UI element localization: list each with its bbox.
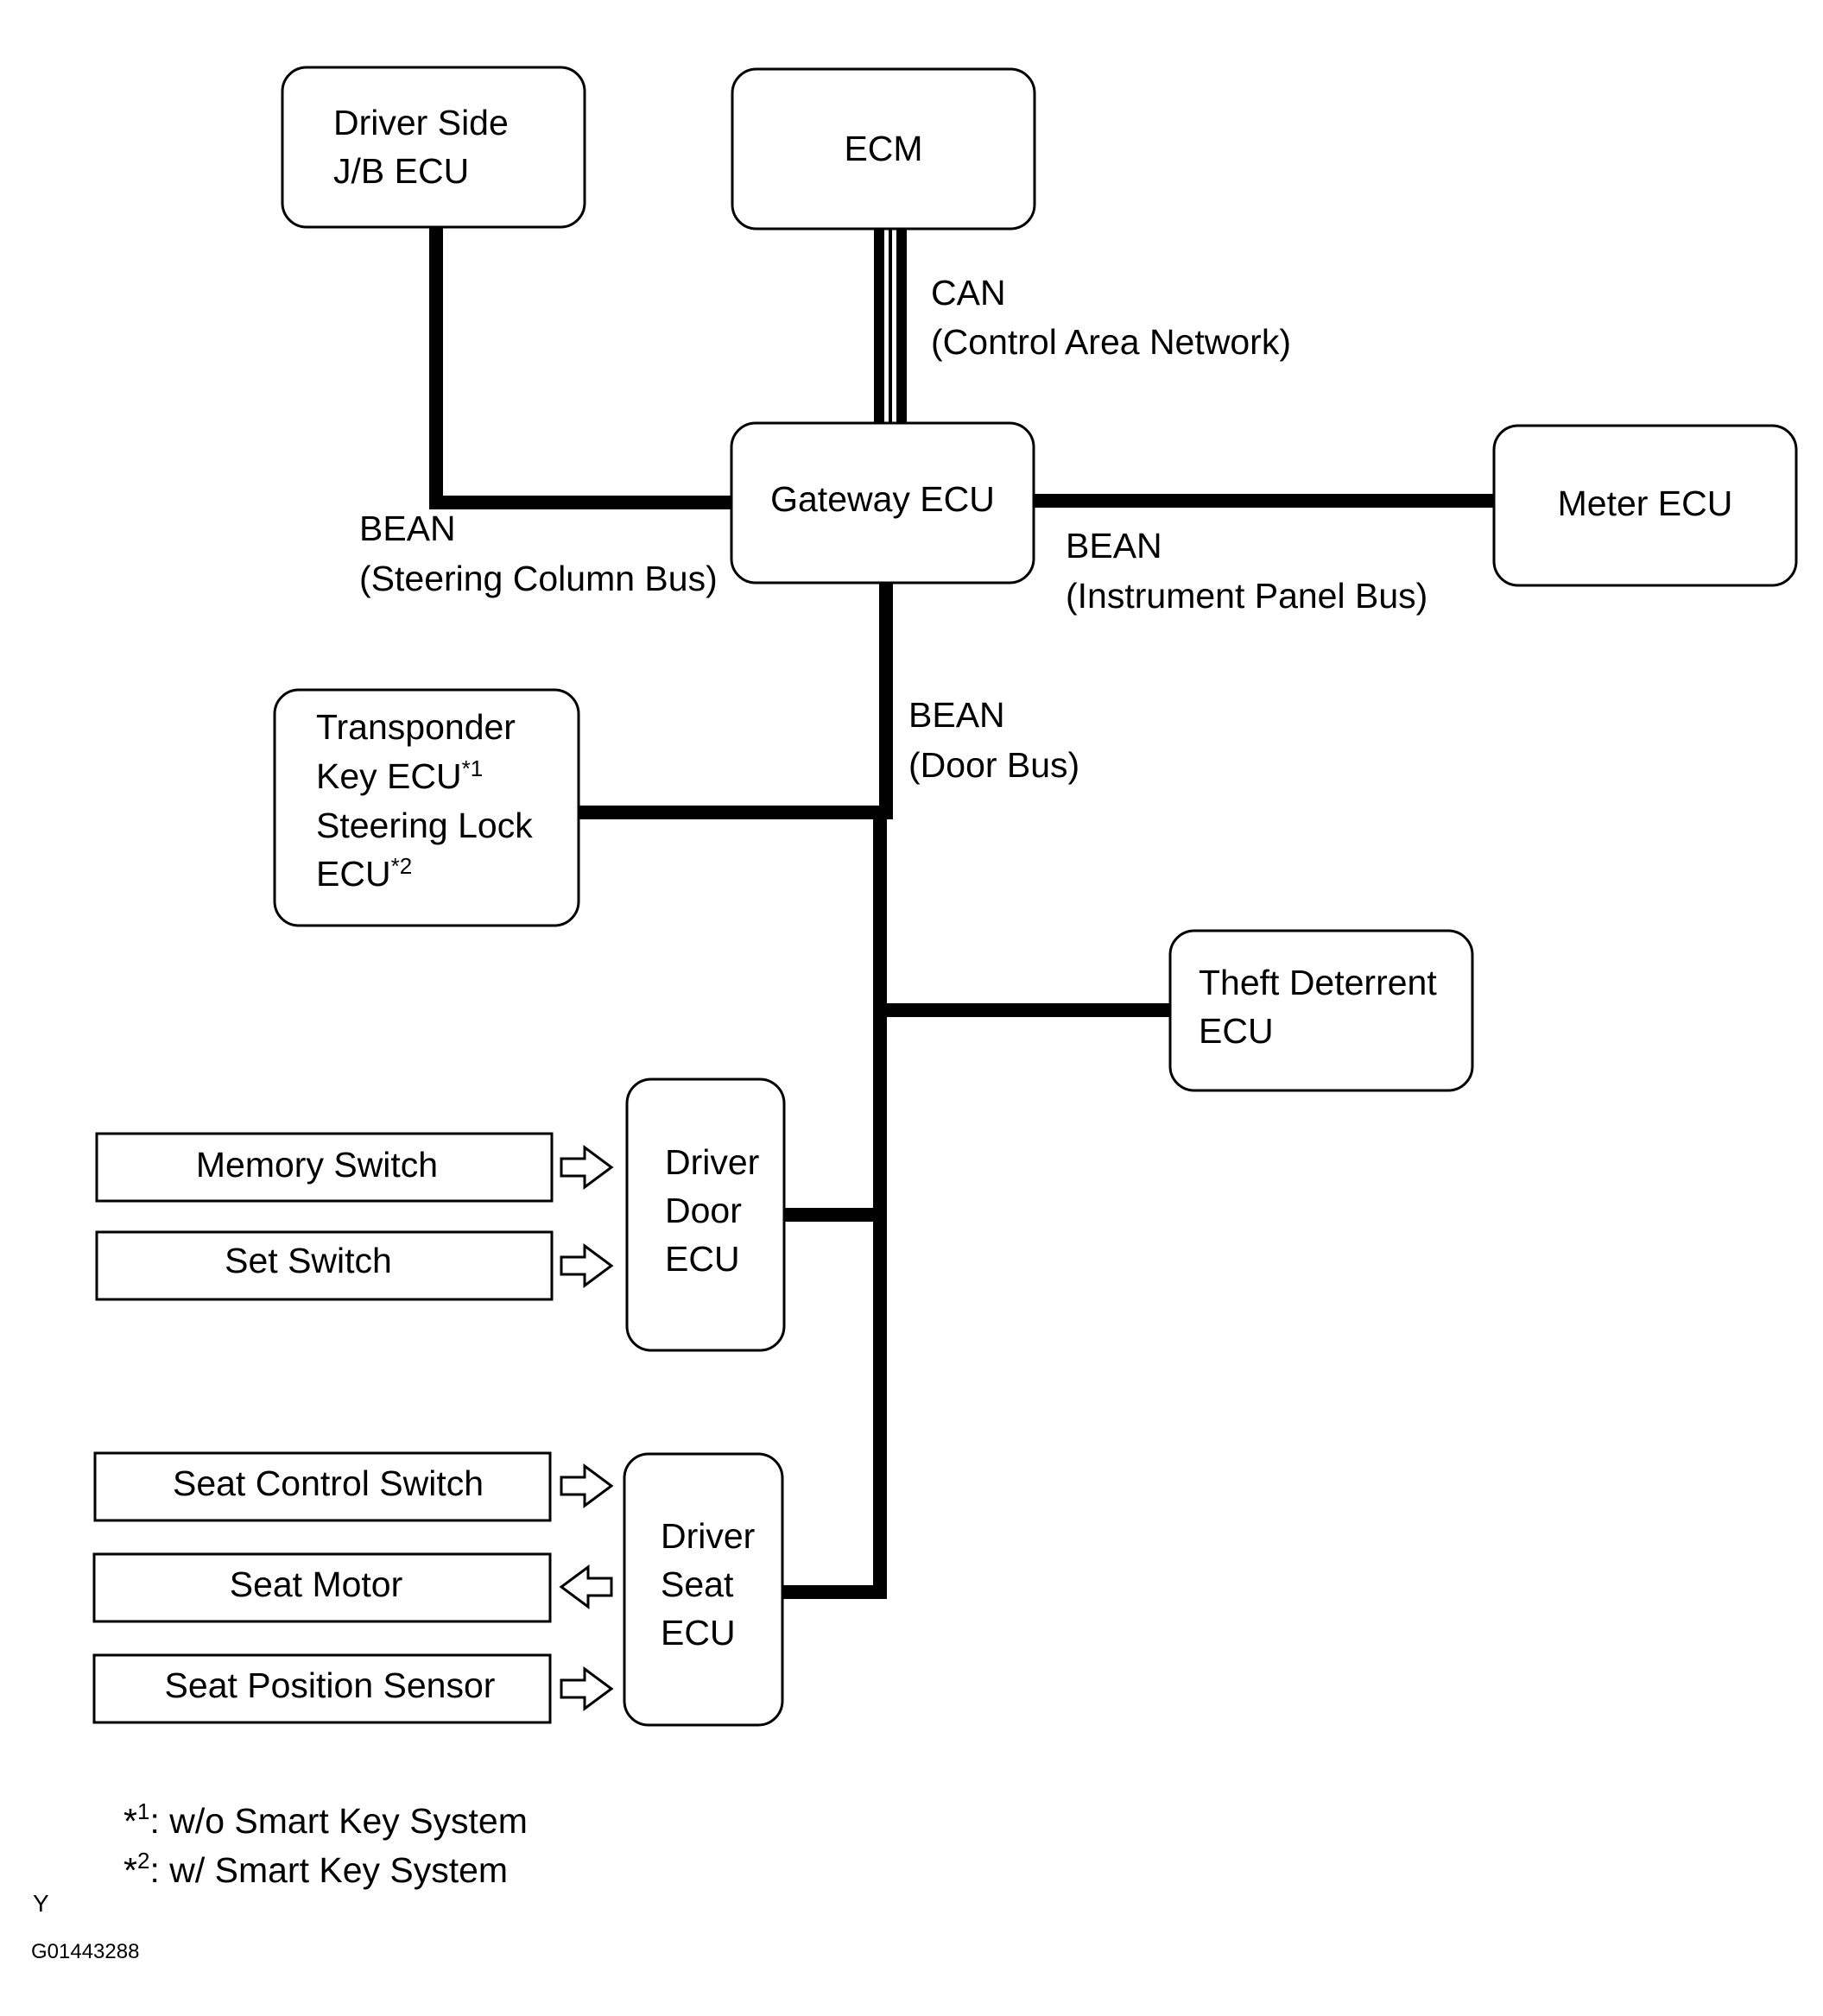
steering-column-bus-label-1: BEAN [359, 509, 456, 548]
set-switch-arrow-icon [560, 1243, 614, 1288]
driver-seat-label-1: Driver [661, 1516, 755, 1556]
door-bus-label-2: (Door Bus) [908, 745, 1079, 785]
set-switch-box: Set Switch [95, 1230, 554, 1301]
door-bus-label-1: BEAN [908, 695, 1005, 735]
memory-switch-label: Memory Switch [196, 1145, 438, 1185]
driver-door-label-3: ECU [665, 1239, 740, 1279]
seat-position-sensor-label: Seat Position Sensor [165, 1665, 496, 1705]
theft-deterrent-label-1: Theft Deterrent [1199, 963, 1437, 1002]
driver-door-ecu-box: Driver Door ECU [625, 1078, 786, 1352]
driver-side-jb-ecu-label-1: Driver Side [333, 103, 509, 142]
transponder-label-3: Steering Lock [316, 806, 533, 845]
can-bus-line [874, 230, 907, 425]
transponder-label-2: Key ECU*1 [316, 755, 483, 796]
transponder-steering-lock-ecu-box: Transponder Key ECU*1 Steering Lock ECU*… [273, 688, 580, 927]
gateway-ecu-label: Gateway ECU [770, 479, 995, 519]
steering-column-bus-line [429, 226, 732, 509]
transponder-label-4: ECU*2 [316, 853, 412, 894]
driver-side-jb-ecu-label-2: J/B ECU [333, 151, 469, 191]
memory-switch-box: Memory Switch [95, 1132, 554, 1203]
can-bus-label-2: (Control Area Network) [931, 322, 1291, 362]
seat-control-switch-arrow-icon [560, 1463, 614, 1508]
driver-seat-label-2: Seat [661, 1564, 734, 1604]
seat-position-sensor-arrow-icon [560, 1666, 614, 1711]
driver-side-jb-ecu-box: Driver Side J/B ECU [281, 66, 586, 229]
door-bus-line [873, 584, 893, 1599]
transponder-label-1: Transponder [316, 707, 516, 747]
seat-control-switch-box: Seat Control Switch [93, 1451, 552, 1522]
can-bus-label-1: CAN [931, 273, 1006, 313]
driver-seat-ecu-box: Driver Seat ECU [623, 1452, 784, 1727]
driver-door-label-1: Driver [665, 1142, 759, 1182]
ecm-label: ECM [844, 129, 922, 168]
theft-deterrent-ecu-box: Theft Deterrent ECU [1168, 929, 1474, 1092]
footnote-2: *2: w/ Smart Key System [123, 1848, 508, 1890]
footnote-1: *1: w/o Smart Key System [123, 1798, 528, 1841]
seat-motor-box: Seat Motor [92, 1552, 552, 1623]
corner-letter: Y [33, 1890, 49, 1917]
seat-control-switch-label: Seat Control Switch [173, 1463, 484, 1503]
meter-ecu-box: Meter ECU [1492, 424, 1798, 587]
memory-switch-arrow-icon [560, 1145, 614, 1190]
figure-code: G01443288 [31, 1940, 139, 1963]
instrument-panel-bus-label-2: (Instrument Panel Bus) [1066, 576, 1427, 616]
set-switch-label: Set Switch [225, 1241, 392, 1280]
seat-motor-label: Seat Motor [230, 1564, 403, 1604]
seat-motor-arrow-icon [559, 1564, 613, 1609]
theft-deterrent-label-2: ECU [1199, 1011, 1274, 1051]
steering-column-bus-label-2: (Steering Column Bus) [359, 559, 718, 598]
driver-seat-label-3: ECU [661, 1613, 736, 1653]
ecm-box: ECM [731, 67, 1036, 231]
gateway-ecu-box: Gateway ECU [730, 421, 1035, 585]
instrument-panel-bus-label-1: BEAN [1066, 526, 1162, 566]
seat-position-sensor-box: Seat Position Sensor [92, 1653, 552, 1724]
meter-ecu-label: Meter ECU [1558, 483, 1733, 523]
driver-door-label-2: Door [665, 1191, 742, 1230]
